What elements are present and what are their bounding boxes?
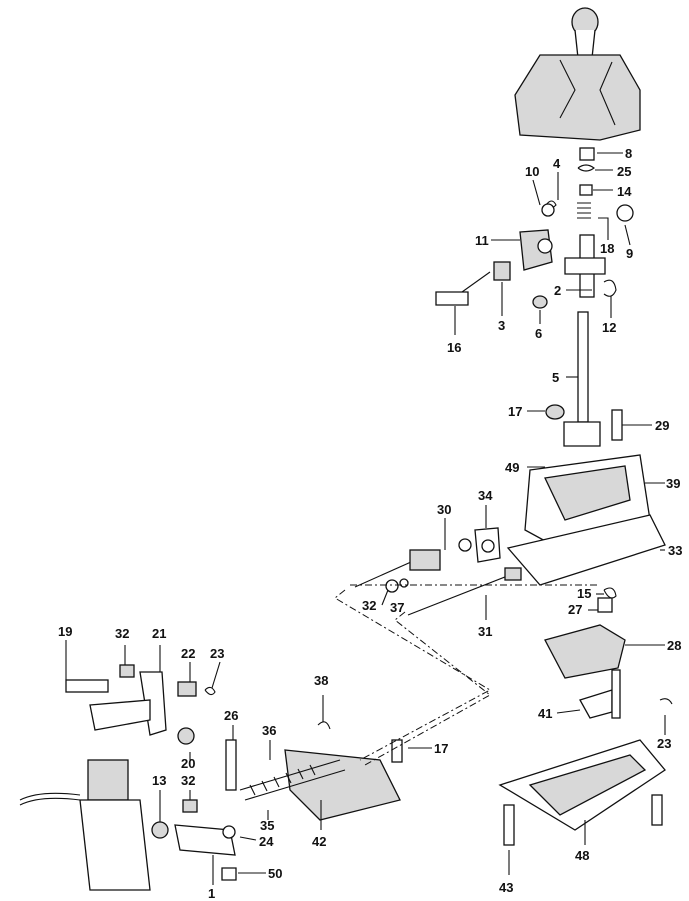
label-48: 48: [575, 848, 589, 863]
label-22: 22: [181, 646, 195, 661]
label-8: 8: [625, 146, 632, 161]
label-50: 50: [268, 866, 282, 881]
label-18: 18: [600, 241, 614, 256]
label-28: 28: [667, 638, 681, 653]
label-35: 35: [260, 818, 274, 833]
label-17-top: 17: [508, 404, 522, 419]
label-33: 33: [668, 543, 682, 558]
label-25: 25: [617, 164, 631, 179]
label-43: 43: [499, 880, 513, 895]
label-3: 3: [498, 318, 505, 333]
label-30: 30: [437, 502, 451, 517]
label-14: 14: [617, 184, 632, 199]
label-41: 41: [538, 706, 552, 721]
leader-lines: [65, 152, 666, 885]
label-17-bottom: 17: [434, 741, 448, 756]
label-12: 12: [602, 320, 616, 335]
label-42: 42: [312, 834, 326, 849]
label-13: 13: [152, 773, 166, 788]
label-21: 21: [152, 626, 166, 641]
cable-routes: [334, 584, 600, 766]
label-23-left: 23: [210, 646, 224, 661]
label-26: 26: [224, 708, 238, 723]
label-20: 20: [181, 756, 195, 771]
label-11: 11: [475, 233, 489, 248]
cable-ends: [354, 527, 522, 616]
gearbox-selector: [19, 759, 151, 891]
upper-small-parts: [435, 147, 634, 309]
label-31: 31: [478, 624, 492, 639]
label-24: 24: [259, 834, 274, 849]
gear-knob-and-boot: [514, 7, 641, 141]
label-38: 38: [314, 673, 328, 688]
label-32-left: 32: [115, 626, 129, 641]
label-19: 19: [58, 624, 72, 639]
label-16: 16: [447, 340, 461, 355]
linkage-assembly: [225, 721, 403, 821]
label-36: 36: [262, 723, 276, 738]
label-4: 4: [553, 156, 561, 171]
label-9: 9: [626, 246, 633, 261]
label-5: 5: [552, 370, 559, 385]
callout-labels: 8 25 14 4 10 9 11 18 2 3 16 6 12 5 17 29…: [58, 146, 682, 901]
label-49: 49: [505, 460, 519, 475]
shift-lever-rod: [545, 311, 623, 447]
label-32-low: 32: [181, 773, 195, 788]
label-10: 10: [525, 164, 539, 179]
label-2: 2: [554, 283, 561, 298]
label-29: 29: [655, 418, 669, 433]
label-27: 27: [568, 602, 582, 617]
label-6: 6: [535, 326, 542, 341]
label-15: 15: [577, 586, 591, 601]
lever-housing: [506, 454, 666, 586]
label-23-right: 23: [657, 736, 671, 751]
label-39: 39: [666, 476, 680, 491]
label-32-mid: 32: [362, 598, 376, 613]
label-34: 34: [478, 488, 493, 503]
lower-cover: [498, 739, 666, 846]
label-1: 1: [208, 886, 215, 901]
label-37: 37: [390, 600, 404, 615]
lower-selector-parts: [544, 587, 673, 719]
